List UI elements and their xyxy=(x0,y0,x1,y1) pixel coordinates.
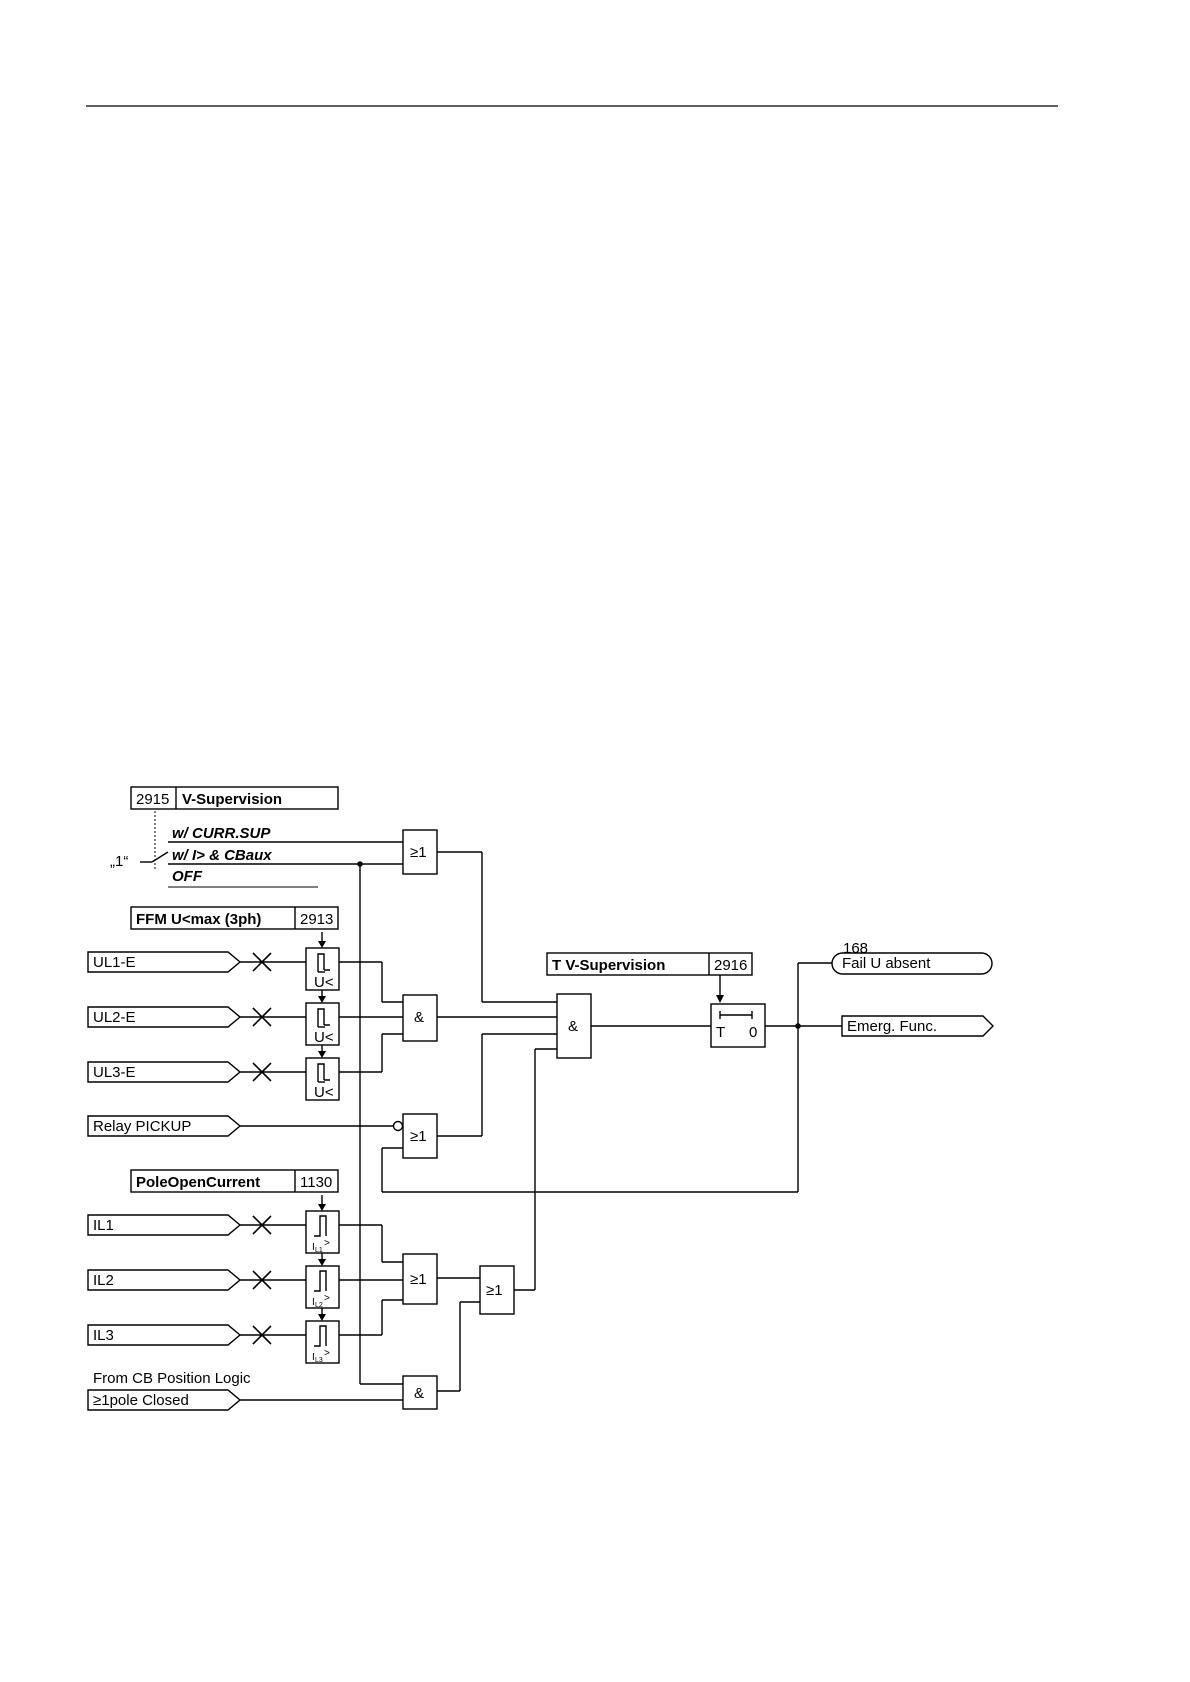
gate-symbol: ≥1 xyxy=(410,1128,427,1145)
detector-label: U< xyxy=(314,974,334,991)
input-il2: IL2 xyxy=(88,1270,240,1290)
switch-option-curr-sup: w/ CURR.SUP xyxy=(172,825,271,842)
setting-t-v-supervision[interactable]: T V-Supervision 2916 xyxy=(547,953,752,975)
input-label: UL1-E xyxy=(93,954,136,971)
input-label: IL3 xyxy=(93,1327,114,1344)
setting-address: 1130 xyxy=(300,1174,332,1191)
undervoltage-detector-l1: U< xyxy=(306,948,339,991)
input-label: UL3-E xyxy=(93,1064,136,1081)
undervoltage-detector-l2: U< xyxy=(306,1003,339,1046)
setting-address: 2915 xyxy=(136,791,169,808)
input-label: Relay PICKUP xyxy=(93,1118,191,1135)
detector-label-sub: L2 xyxy=(315,1302,323,1309)
and-gate-cb-closed: & xyxy=(403,1376,437,1409)
setting-v-supervision[interactable]: 2915 V-Supervision xyxy=(131,787,338,809)
input-il1: IL1 xyxy=(88,1215,240,1235)
gate-symbol: & xyxy=(568,1018,578,1035)
current-detector-l2: I L2 > xyxy=(306,1266,339,1309)
setting-ffm-umax[interactable]: FFM U<max (3ph) 2913 xyxy=(131,907,338,929)
setting-title: FFM U<max (3ph) xyxy=(136,911,261,928)
input-label: IL2 xyxy=(93,1272,114,1289)
input-ul2: UL2-E xyxy=(88,1007,240,1027)
setting-title: T V-Supervision xyxy=(552,957,665,974)
current-detector-l1: I L1 > xyxy=(306,1211,339,1254)
input-relay-pickup: Relay PICKUP xyxy=(88,1116,240,1136)
delay-timer: T 0 xyxy=(711,1004,765,1047)
or-gate-pickup: ≥1 xyxy=(403,1114,437,1158)
cb-position-caption: From CB Position Logic xyxy=(93,1370,251,1387)
junction-dot xyxy=(357,861,363,867)
setting-title: V-Supervision xyxy=(182,791,282,808)
undervoltage-detector-l3: U< xyxy=(306,1058,339,1101)
or-gate-currents: ≥1 xyxy=(403,1254,437,1304)
junction-dot xyxy=(795,1023,801,1029)
negation-circle xyxy=(394,1122,403,1131)
constant-one-input: „1“ xyxy=(110,853,128,870)
input-label: UL2-E xyxy=(93,1009,136,1026)
gate-symbol: & xyxy=(414,1385,424,1402)
timer-zero-label: 0 xyxy=(749,1024,757,1041)
input-cb-closed: ≥1pole Closed xyxy=(88,1390,240,1410)
output-label: Fail U absent xyxy=(842,955,931,972)
timer-t-label: T xyxy=(716,1024,725,1041)
detector-label-suffix: > xyxy=(324,1348,330,1359)
detector-label: U< xyxy=(314,1084,334,1101)
cross-marks xyxy=(253,953,271,1344)
setting-pole-open-current[interactable]: PoleOpenCurrent 1130 xyxy=(131,1170,338,1192)
detector-label-suffix: > xyxy=(324,1238,330,1249)
input-ul3: UL3-E xyxy=(88,1062,240,1082)
detector-label: U< xyxy=(314,1029,334,1046)
arrowheads xyxy=(318,941,724,1321)
setting-address: 2913 xyxy=(300,911,333,928)
detector-label-sub: L1 xyxy=(315,1247,323,1254)
detector-label-suffix: > xyxy=(324,1293,330,1304)
and-gate-undervoltage: & xyxy=(403,995,437,1041)
gate-symbol: ≥1 xyxy=(410,1271,427,1288)
output-emerg-func: Emerg. Func. xyxy=(842,1016,993,1036)
and-gate-main: & xyxy=(557,994,591,1058)
detector-label-sub: L3 xyxy=(315,1357,323,1364)
input-il3: IL3 xyxy=(88,1325,240,1345)
or-gate-mode: ≥1 xyxy=(403,830,437,874)
setting-address: 2916 xyxy=(714,957,747,974)
switch-option-off: OFF xyxy=(172,868,203,885)
switch-option-i-cbaux: w/ I> & CBaux xyxy=(172,847,272,864)
or-gate-current-or-cb: ≥1 xyxy=(480,1266,514,1314)
current-detector-l3: I L3 > xyxy=(306,1321,339,1364)
input-label: IL1 xyxy=(93,1217,114,1234)
gate-symbol: ≥1 xyxy=(486,1282,503,1299)
input-ul1: UL1-E xyxy=(88,952,240,972)
gate-symbol: ≥1 xyxy=(410,844,427,861)
output-fail-u-absent: Fail U absent xyxy=(832,953,992,974)
gate-symbol: & xyxy=(414,1009,424,1026)
setting-title: PoleOpenCurrent xyxy=(136,1174,260,1191)
output-label: Emerg. Func. xyxy=(847,1018,937,1035)
input-label: ≥1pole Closed xyxy=(93,1392,189,1409)
